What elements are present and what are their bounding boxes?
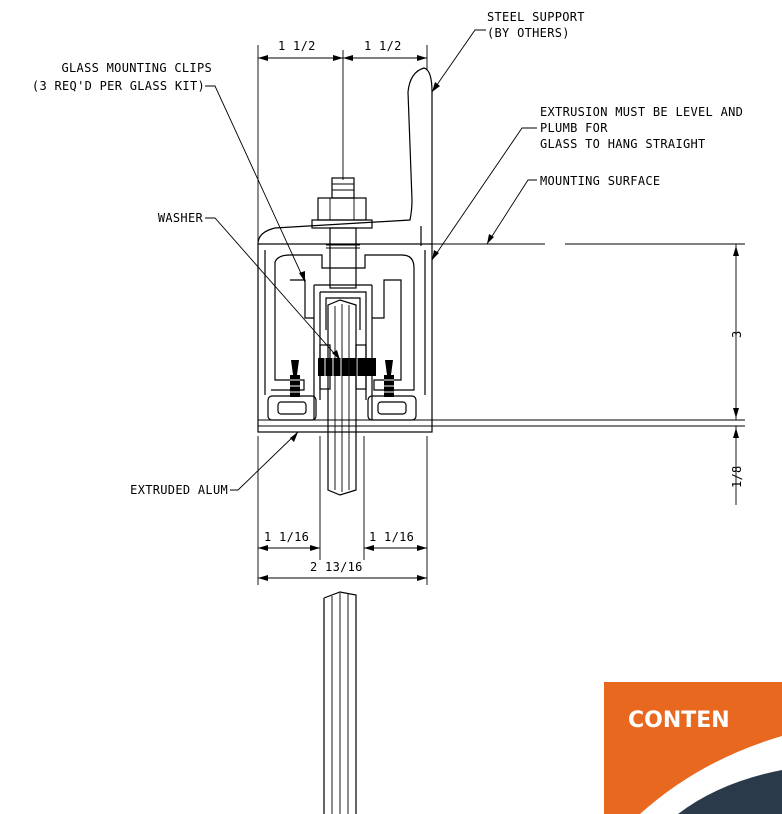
label-washer: WASHER <box>158 211 204 225</box>
leader-lines <box>205 29 537 491</box>
label-glass-mounting-clips: GLASS MOUNTING CLIPS <box>62 61 213 75</box>
bolt <box>311 177 373 289</box>
steel-support <box>257 67 433 246</box>
dim-height: 3 <box>730 330 744 338</box>
badge-text: CONTEN <box>628 708 730 733</box>
watermark-badge: CONTEN <box>604 682 782 814</box>
top-dimension <box>257 45 428 245</box>
right-dimension <box>432 244 745 505</box>
dim-top-left: 1 1/2 <box>278 39 316 53</box>
glass-mounting-clip <box>313 284 373 420</box>
dim-bottom-left: 1 1/16 <box>264 530 309 544</box>
bottom-dimensions <box>257 436 428 585</box>
dim-overall-width: 2 13/16 <box>310 560 363 574</box>
dim-top-right: 1 1/2 <box>364 39 402 53</box>
label-extrusion-note-3: GLASS TO HANG STRAIGHT <box>540 137 706 151</box>
washer-bolt <box>318 344 376 390</box>
glass-panel-upper <box>327 299 357 496</box>
glass-panel-lower <box>323 591 357 814</box>
label-steel-support: STEEL SUPPORT <box>487 10 585 24</box>
label-extrusion-note-1: EXTRUSION MUST BE LEVEL AND <box>540 105 743 119</box>
label-mounting-surface: MOUNTING SURFACE <box>540 174 660 188</box>
anchor-screw-left <box>267 360 317 421</box>
label-extruded-alum: EXTRUDED ALUM <box>130 483 228 497</box>
dim-bottom-right: 1 1/16 <box>369 530 414 544</box>
label-steel-support-note: (BY OTHERS) <box>487 26 570 40</box>
label-clips-quantity: (3 REQ'D PER GLASS KIT) <box>32 79 205 93</box>
anchor-screw-right <box>367 360 417 421</box>
label-extrusion-note-2: PLUMB FOR <box>540 121 608 135</box>
dim-gap: 1/8 <box>730 465 744 488</box>
